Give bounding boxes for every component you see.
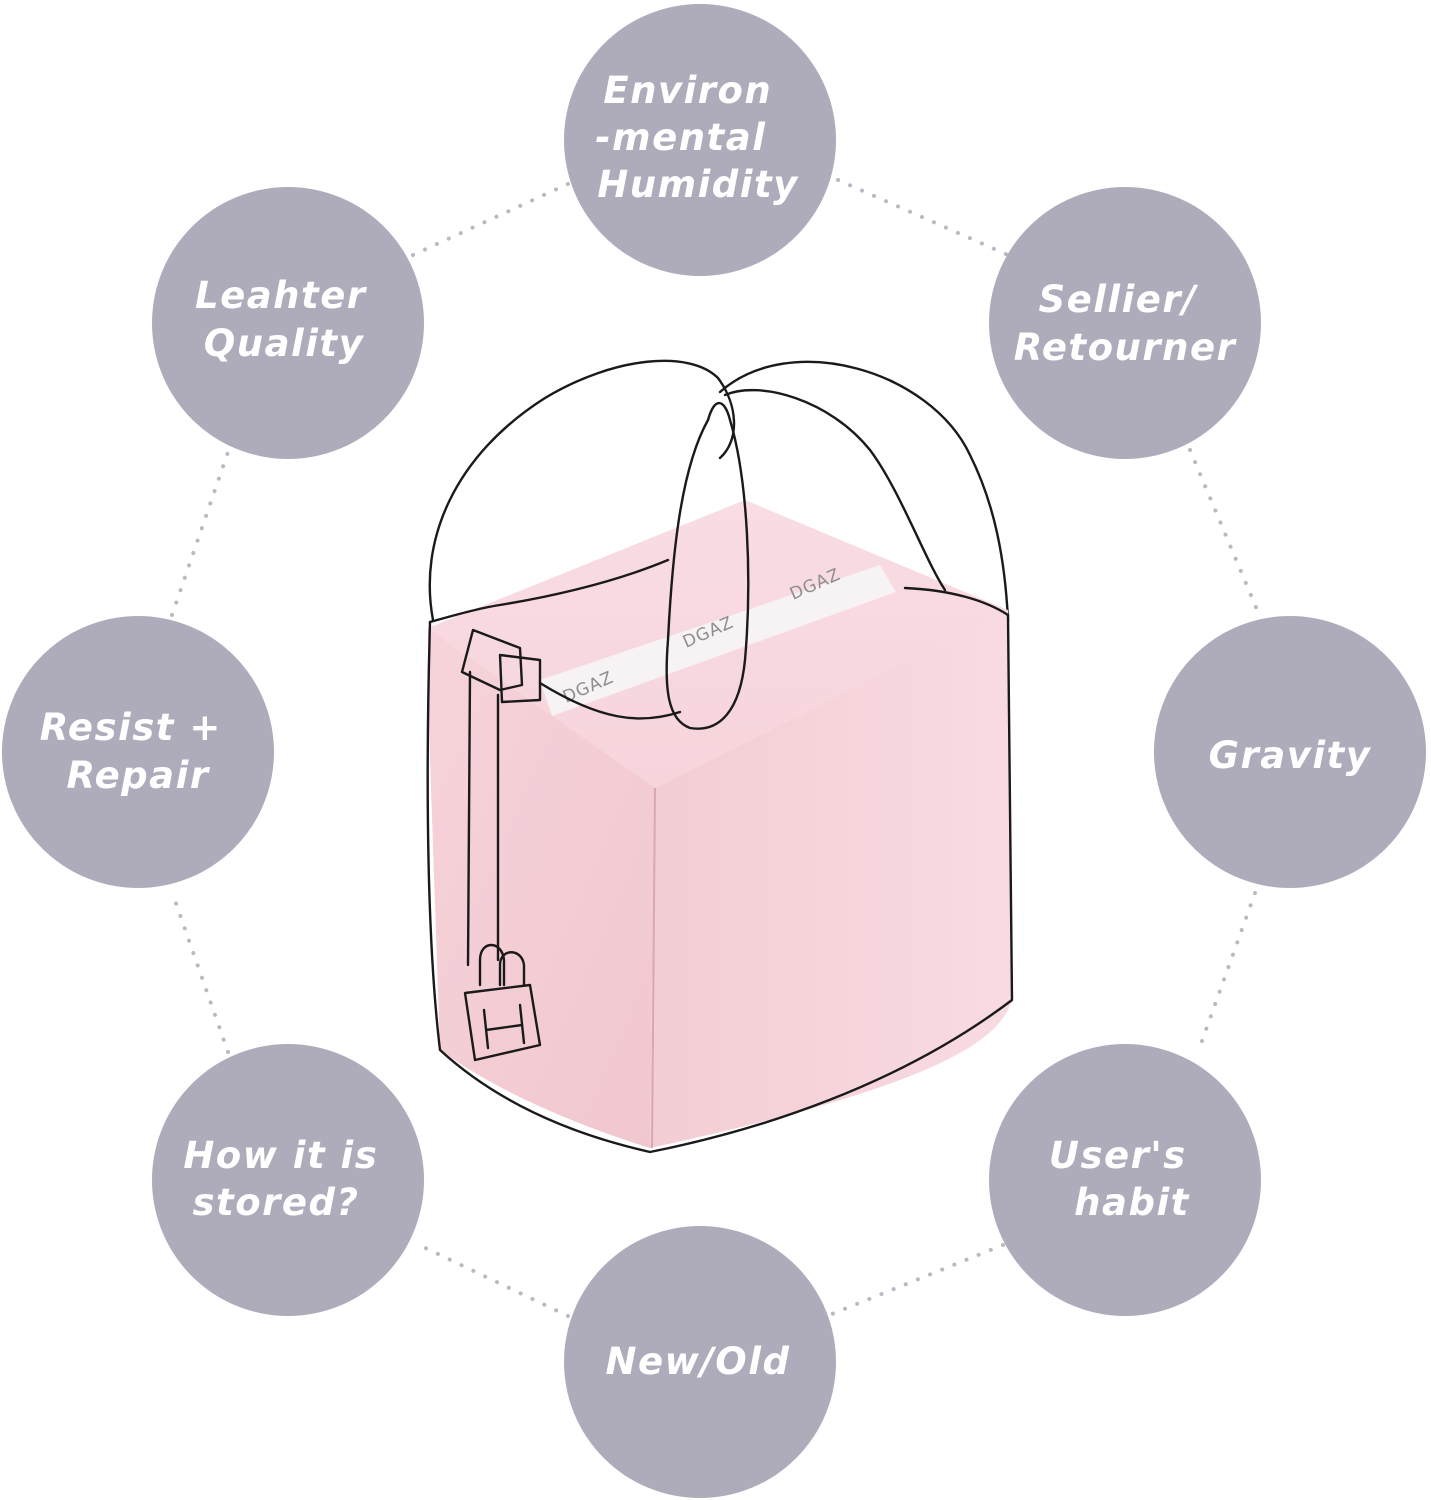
node-label-line: habit bbox=[1074, 1181, 1190, 1224]
node-label-line: Sellier/ bbox=[1038, 278, 1199, 321]
node-circle bbox=[989, 187, 1261, 459]
node-circle bbox=[152, 187, 424, 459]
padlock bbox=[463, 943, 542, 1062]
node-circle bbox=[564, 4, 836, 276]
node-label: Resist + Repair bbox=[40, 706, 236, 797]
node-environmental-humidity: Environ -mental Humidity bbox=[564, 4, 836, 276]
connector-humidity-sellier bbox=[836, 178, 1010, 257]
node-circle bbox=[1154, 616, 1426, 888]
node-label: Sellier/ Retourner bbox=[1014, 278, 1238, 369]
strap bbox=[466, 670, 500, 967]
node-label: Environ -mental Humidity bbox=[595, 69, 799, 206]
node-circle bbox=[564, 1226, 836, 1498]
node-label-line: Quality bbox=[204, 322, 365, 365]
connector-gravity-habit bbox=[1196, 891, 1257, 1054]
node-label-line: stored? bbox=[193, 1181, 360, 1224]
node-label: New/Old bbox=[606, 1340, 791, 1383]
node-how-it-is-stored: How it is stored? bbox=[152, 1044, 424, 1316]
node-label: User's habit bbox=[1049, 1134, 1201, 1224]
node-label-line: Gravity bbox=[1209, 734, 1372, 777]
padlock-shackle-front bbox=[498, 951, 526, 987]
buckle-slider bbox=[498, 653, 542, 704]
factor-nodes: Environ -mental Humidity Sellier/ Retour… bbox=[2, 4, 1426, 1498]
node-label-line: Retourner bbox=[1014, 326, 1238, 369]
buckle-plate bbox=[460, 628, 524, 692]
connector-newold-stored bbox=[413, 1241, 570, 1318]
node-circle bbox=[152, 1044, 424, 1316]
padlock-h-mark bbox=[482, 1003, 526, 1050]
node-label-line: Humidity bbox=[597, 163, 799, 206]
padlock-shackle-back bbox=[478, 943, 506, 987]
node-label-line: How it is bbox=[183, 1134, 378, 1177]
node-new-old: New/Old bbox=[564, 1226, 836, 1498]
connector-resist-leather bbox=[170, 450, 230, 617]
insert-right-face bbox=[650, 610, 1012, 1148]
side-handle-right bbox=[723, 388, 947, 592]
node-label-line: -mental bbox=[595, 116, 766, 159]
node-label: Gravity bbox=[1209, 734, 1372, 777]
node-label: How it is stored? bbox=[183, 1134, 392, 1224]
back-handle-left bbox=[428, 359, 736, 622]
back-handle-right bbox=[718, 360, 1010, 622]
padlock-body bbox=[463, 983, 542, 1062]
node-label-line: New/Old bbox=[606, 1340, 791, 1383]
bag-shaper-illustration: DGAZ DGAZ DGAZ bbox=[426, 359, 1014, 1154]
node-label: Leahter Quality bbox=[195, 274, 381, 365]
logo-band bbox=[540, 565, 896, 716]
node-label-line: Resist + bbox=[40, 706, 222, 749]
node-circle bbox=[2, 616, 274, 888]
node-label-line: Repair bbox=[66, 754, 210, 797]
node-resist-repair: Resist + Repair bbox=[2, 616, 274, 888]
connector-habit-newold bbox=[830, 1243, 1005, 1316]
node-label-line: User's bbox=[1049, 1134, 1187, 1177]
node-label-line: Leahter bbox=[195, 274, 368, 317]
node-circle bbox=[989, 1044, 1261, 1316]
node-gravity: Gravity bbox=[1154, 616, 1426, 888]
insert-edge-seam bbox=[651, 787, 656, 1149]
strap-and-buckle bbox=[460, 628, 542, 967]
node-users-habit: User's habit bbox=[989, 1044, 1261, 1316]
connector-leather-humidity bbox=[411, 181, 572, 257]
bag-body-outline bbox=[426, 613, 1014, 1154]
dotted-connectors bbox=[170, 178, 1260, 1318]
node-label-line: Environ bbox=[603, 69, 772, 112]
node-leather-quality: Leahter Quality bbox=[152, 187, 424, 459]
node-sellier-retourner: Sellier/ Retourner bbox=[989, 187, 1261, 459]
front-handle bbox=[665, 401, 750, 730]
connector-stored-resist bbox=[170, 890, 230, 1054]
connector-sellier-gravity bbox=[1188, 448, 1260, 614]
bag-rim-outline bbox=[428, 558, 1010, 720]
